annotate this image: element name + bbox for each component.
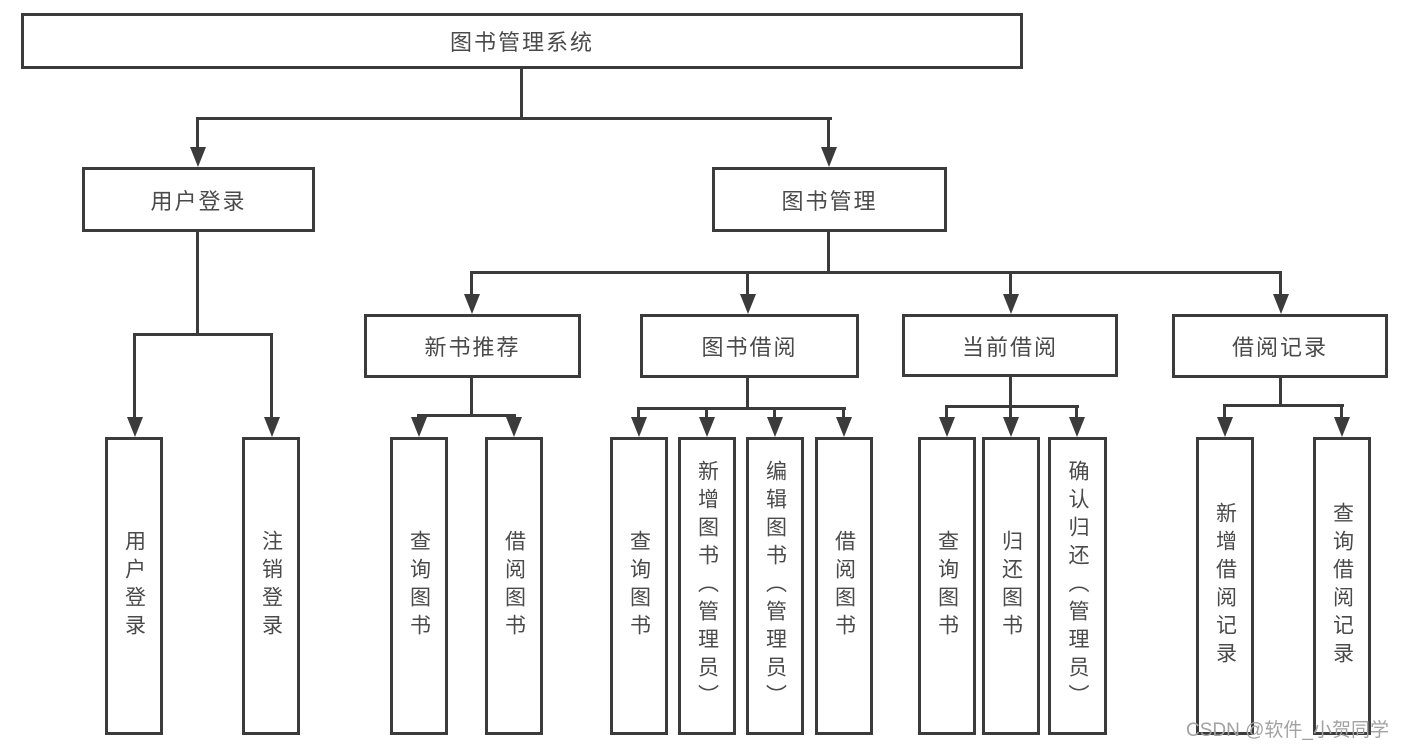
node-new-book-recommend: 新书推荐 [364, 314, 581, 378]
connector-v [1075, 405, 1078, 419]
connector-v [1279, 378, 1282, 407]
leaf-add-borrow-record: 新增借阅记录 [1196, 437, 1254, 735]
connector-v [637, 407, 640, 419]
connector-v [1340, 404, 1343, 419]
connector-v [945, 405, 948, 419]
leaf-user-login: 用户登录 [105, 437, 163, 735]
node-user-login: 用户登录 [82, 167, 315, 232]
leaf-return-book: 归还图书 [982, 437, 1040, 735]
csdn-watermark: CSDN @软件_小贺同学 [1186, 720, 1389, 741]
connector-v [470, 378, 473, 417]
arrowhead-down-icon [127, 417, 143, 437]
node-current-borrowing: 当前借阅 [902, 314, 1118, 377]
arrowhead-down-icon [699, 417, 715, 437]
connector-h [1223, 404, 1344, 407]
leaf-borrow-books: 借阅图书 [815, 437, 873, 735]
arrowhead-down-icon [464, 294, 480, 314]
connector-v [520, 69, 523, 119]
connector-v [1009, 405, 1012, 419]
leaf-add-book-admin: 新增图书（管理员） [678, 437, 736, 735]
connector-h [196, 117, 832, 120]
arrowhead-down-icon [190, 147, 206, 167]
connector-v [705, 407, 708, 419]
connector-v [133, 333, 136, 419]
leaf-query-borrow-record: 查询借阅记录 [1313, 437, 1371, 735]
leaf-logout-login: 注销登录 [242, 437, 300, 735]
leaf-query-books-current: 查询图书 [918, 437, 976, 735]
leaf-borrow-books-recommend: 借阅图书 [485, 437, 543, 735]
leaf-query-books-recommend: 查询图书 [390, 437, 448, 735]
arrowhead-down-icon [1273, 294, 1289, 314]
arrowhead-down-icon [821, 147, 837, 167]
arrowhead-down-icon [1003, 294, 1019, 314]
connector-v [1009, 271, 1012, 297]
connector-v [773, 407, 776, 419]
arrowhead-down-icon [939, 417, 955, 437]
arrowhead-down-icon [740, 294, 756, 314]
connector-v [1009, 377, 1012, 409]
arrowhead-down-icon [631, 417, 647, 437]
connector-h [417, 414, 516, 417]
connector-v [842, 407, 845, 419]
leaf-query-books-borrowing: 查询图书 [610, 437, 668, 735]
arrowhead-down-icon [767, 417, 783, 437]
node-library-management-system: 图书管理系统 [21, 13, 1023, 69]
connector-v [270, 333, 273, 419]
arrowhead-down-icon [1334, 417, 1350, 437]
arrowhead-down-icon [264, 417, 280, 437]
connector-v [746, 271, 749, 297]
arrowhead-down-icon [411, 417, 427, 437]
connector-v [746, 378, 749, 410]
connector-h [945, 405, 1079, 408]
connector-h [470, 271, 1282, 274]
node-borrowing-records: 借阅记录 [1172, 314, 1388, 378]
connector-v [196, 232, 199, 336]
arrowhead-down-icon [1003, 417, 1019, 437]
connector-v [470, 271, 473, 297]
connector-v [827, 232, 830, 274]
connector-h [637, 407, 846, 410]
connector-h [133, 333, 273, 336]
arrowhead-down-icon [1069, 417, 1085, 437]
node-book-management: 图书管理 [712, 167, 947, 232]
node-book-borrowing: 图书借阅 [640, 314, 859, 378]
arrowhead-down-icon [1217, 417, 1233, 437]
leaf-edit-book-admin: 编辑图书（管理员） [746, 437, 804, 735]
connector-v [1279, 271, 1282, 297]
connector-v [1223, 404, 1226, 419]
arrowhead-down-icon [836, 417, 852, 437]
connector-v [196, 117, 199, 149]
connector-v [827, 117, 830, 149]
leaf-confirm-return-admin: 确认归还（管理员） [1048, 437, 1107, 735]
arrowhead-down-icon [506, 417, 522, 437]
